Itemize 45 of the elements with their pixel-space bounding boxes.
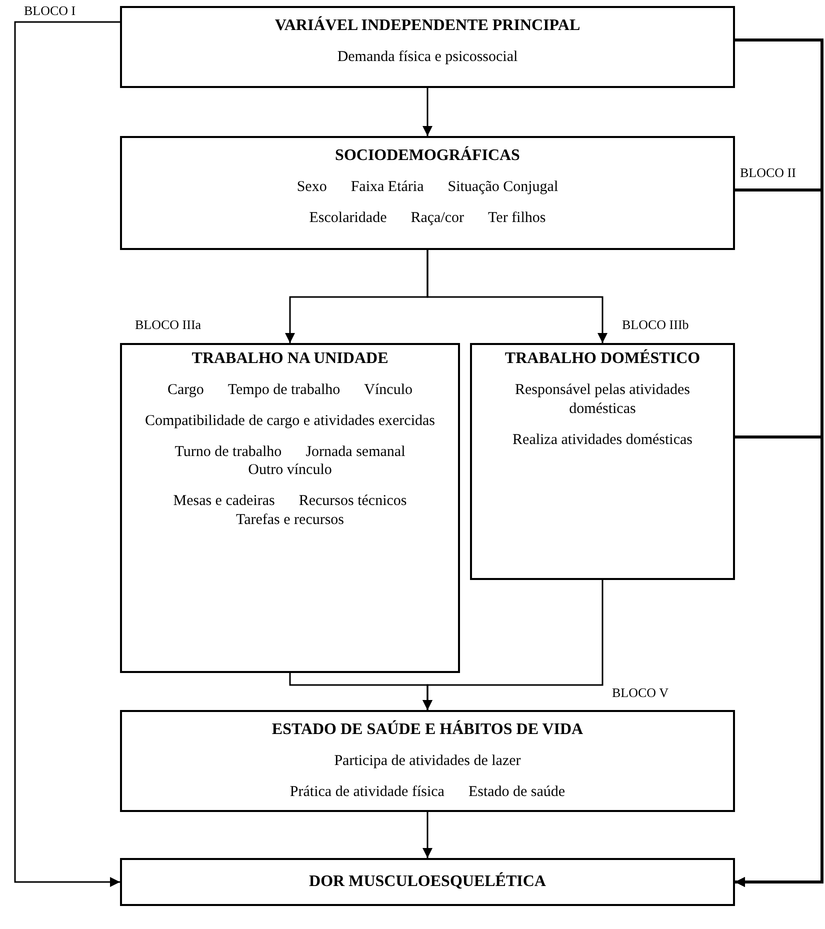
block-heading: TRABALHO DOMÉSTICO [504, 349, 700, 369]
variable-text: Participa de atividades de lazer [334, 752, 521, 771]
block-heading: TRABALHO NA UNIDADE [192, 349, 388, 369]
variable-text: Raça/cor [410, 208, 464, 228]
block-label: BLOCO IIIa [135, 318, 202, 331]
variable-text: Estado de saúde [468, 782, 566, 802]
block-box [120, 343, 460, 673]
block-box [120, 136, 735, 250]
block-label: BLOCO I [24, 4, 76, 17]
block-heading: VARIÁVEL INDEPENDENTE PRINCIPAL [274, 16, 580, 36]
variable-text: Recursos técnicos [298, 492, 407, 511]
variable-text: Escolaridade [309, 208, 387, 228]
block-heading: DOR MUSCULOESQUELÉTICA [309, 872, 546, 892]
block-box [470, 343, 735, 580]
arrow [14, 21, 120, 887]
variable-text: Vínculo [364, 381, 412, 400]
variable-text: Jornada semanal [306, 442, 406, 462]
variable-text: Cargo [168, 381, 204, 400]
arrow [422, 88, 432, 136]
arrow [422, 812, 432, 858]
block-box [120, 6, 735, 88]
variable-text: Mesas e cadeiras [173, 492, 275, 511]
block-box [120, 710, 735, 812]
block-label: BLOCO V [612, 686, 668, 699]
variable-text: Ter filhos [488, 208, 546, 228]
variable-text: Prática de atividade física [290, 782, 444, 802]
variable-text: Demanda física e psicossocial [337, 48, 518, 67]
variable-text: Sexo [296, 178, 327, 197]
variable-text: Turno de trabalho [174, 442, 282, 462]
variable-text: Outro vínculo [248, 461, 332, 480]
variable-text: Tarefas e recursos [236, 510, 344, 530]
variable-text: Situação Conjugal [448, 178, 558, 197]
arrow [735, 436, 824, 887]
variable-text: Responsável pelas atividades domésticas [514, 381, 691, 418]
variable-text: Faixa Etária [350, 178, 424, 197]
block-heading: ESTADO DE SAÚDE E HÁBITOS DE VIDA [272, 720, 584, 740]
variable-text: Realiza atividades domésticas [512, 430, 692, 450]
variable-text: Tempo de trabalho [228, 381, 340, 400]
block-heading: SOCIODEMOGRÁFICAS [335, 146, 520, 166]
arrow [422, 580, 604, 710]
block-label: BLOCO II [740, 166, 796, 179]
block-box [120, 858, 735, 906]
block-label: BLOCO IIIb [622, 318, 689, 331]
arrow [426, 250, 608, 343]
variable-text: Compatibilidade de cargo e atividades exercidas [144, 412, 436, 430]
